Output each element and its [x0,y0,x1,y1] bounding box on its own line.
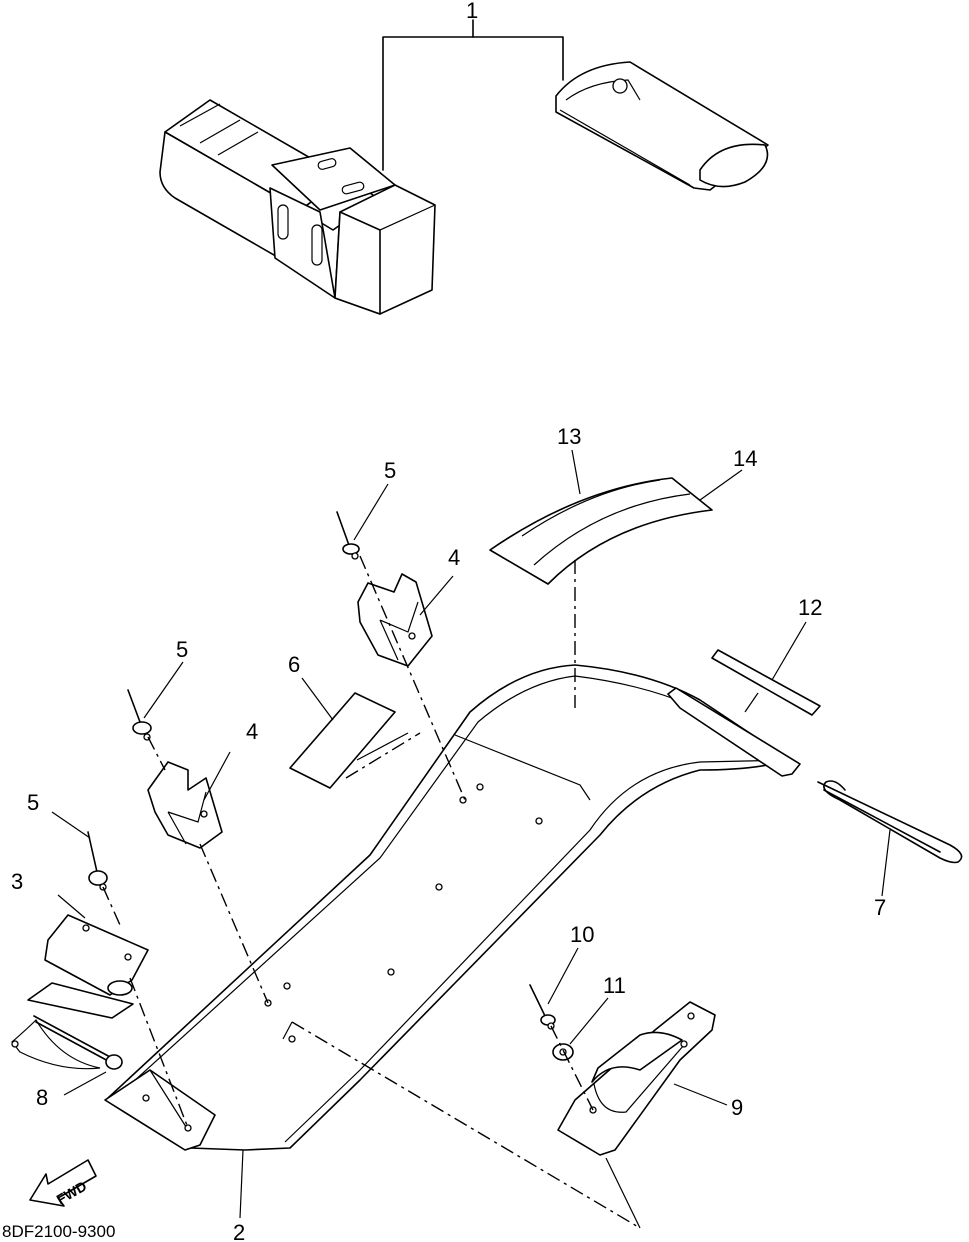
screw-upper [336,511,360,560]
callout-12: 12 [798,595,822,620]
drawing-code: 8DF2100-9300 [2,1222,115,1241]
strap-hook [817,780,963,864]
cylinder-holder [557,1001,716,1156]
undertray-panel [104,664,791,1151]
callout-6: 6 [288,652,300,677]
callout-10: 10 [570,922,594,947]
screw-lower [87,831,108,891]
trim-strip [667,649,821,777]
screw-middle [127,689,152,741]
pin-with-cord [11,1015,123,1070]
washer-11 [552,1043,574,1061]
leader-lines [51,449,891,1219]
clip-lower [147,761,223,849]
tool-bag-rolled [159,99,436,315]
callout-8: 8 [36,1085,48,1110]
callout-7: 7 [874,895,886,920]
callout-3: 3 [11,869,23,894]
callout-5-lower: 5 [27,790,39,815]
callout-14: 14 [733,446,757,471]
callout-numbers: 1 13 14 5 4 12 5 6 4 5 3 7 10 11 8 9 2 [11,0,886,1242]
caution-label [289,692,396,789]
callout-5-upper: 5 [384,458,396,483]
clip-upper [357,573,433,667]
screw-10 [529,984,556,1030]
callout-1: 1 [466,0,478,23]
hinge-plate [27,914,149,1019]
callout-4-upper: 4 [448,545,460,570]
tool-pouch [555,61,769,191]
assembly-lines [102,555,759,1229]
pad-label [489,477,713,585]
callout-2: 2 [233,1220,245,1242]
callout-11: 11 [603,973,626,998]
callout-5-middle: 5 [176,637,188,662]
tool-kit-bracket-lines [382,19,564,171]
forward-arrow: FWD [29,1159,97,1208]
callout-4-lower: 4 [246,719,258,744]
callout-13: 13 [557,424,581,449]
callout-9: 9 [731,1095,743,1120]
